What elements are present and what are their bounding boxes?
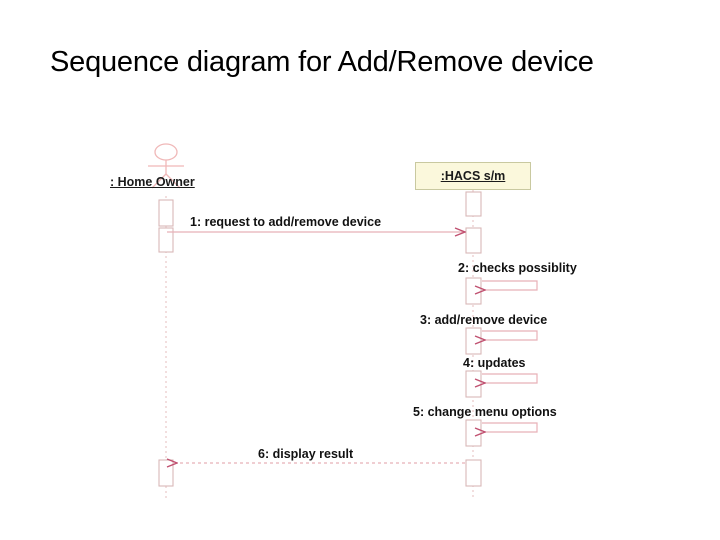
message-arrow-4	[482, 373, 538, 383]
message-label-6: 6: display result	[258, 447, 354, 461]
activation-bars-hacs-system	[465, 191, 482, 487]
message-label-1: 1: request to add/remove device	[190, 215, 382, 229]
participant-label-home-owner: : Home Owner	[110, 175, 195, 189]
actor-icon-home-owner	[148, 143, 184, 189]
message-label-5: 5: change menu options	[413, 405, 557, 419]
participant-label-hacs-system: :HACS s/m	[440, 169, 506, 183]
message-arrow-2	[482, 280, 538, 290]
message-label-2: 2: checks possiblity	[458, 261, 577, 275]
message-arrow-5	[482, 422, 538, 432]
message-label-4: 4: updates	[463, 356, 526, 370]
message-label-3: 3: add/remove device	[420, 313, 548, 327]
message-arrow-3	[482, 330, 538, 340]
page-title: Sequence diagram for Add/Remove device	[50, 46, 594, 78]
participant-box-hacs-system[interactable]: :HACS s/m	[415, 162, 531, 190]
